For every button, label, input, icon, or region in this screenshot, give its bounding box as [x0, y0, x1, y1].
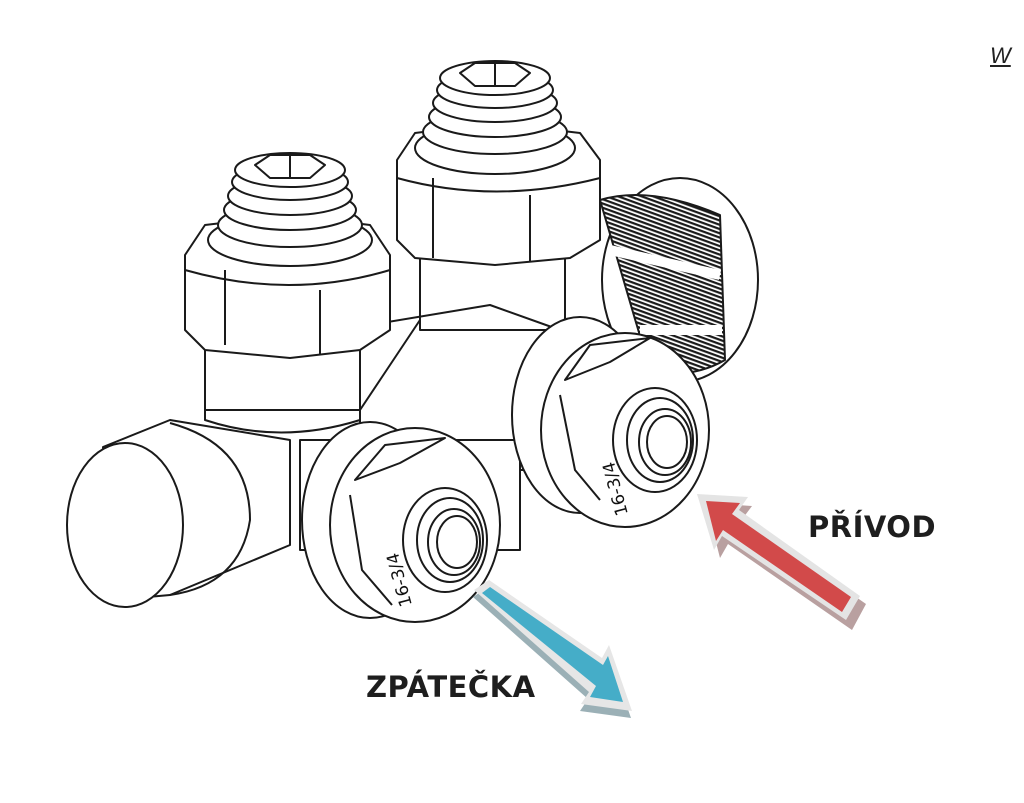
- left-compression-nut: [301, 421, 501, 623]
- left-top-connector: [184, 152, 391, 359]
- right-compression-nut: [511, 316, 710, 528]
- return-arrow-icon: [473, 580, 632, 718]
- right-top-connector: [396, 60, 601, 266]
- blind-plug: [66, 419, 291, 608]
- supply-arrow-icon: [697, 494, 866, 630]
- supply-label: PŘÍVOD: [808, 510, 937, 544]
- return-label: ZPÁTEČKA: [366, 670, 536, 704]
- corner-heading: W: [990, 43, 1011, 68]
